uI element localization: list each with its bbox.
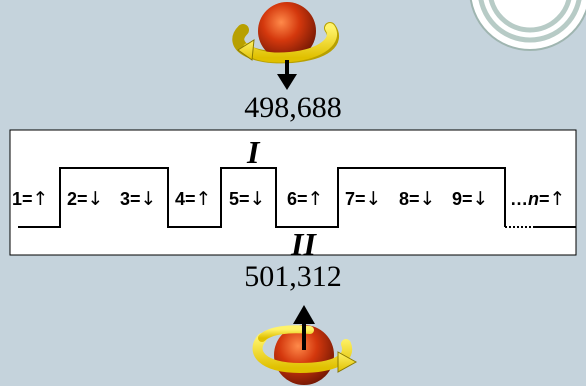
cell-1: 1=↑ bbox=[12, 188, 49, 210]
label-top: I bbox=[247, 134, 260, 170]
label-bottom: II bbox=[291, 226, 316, 262]
spin-ball-bottom bbox=[252, 305, 358, 385]
arrow-up-icon bbox=[293, 305, 315, 324]
cell-6: 6=↑ bbox=[287, 188, 324, 210]
cell-n: …n=↑ bbox=[510, 188, 566, 210]
arrow-down-icon bbox=[277, 74, 297, 90]
cell-3: 3=↓ bbox=[120, 188, 157, 210]
spin-ball-top bbox=[232, 2, 339, 90]
cell-2: 2=↓ bbox=[67, 188, 104, 210]
cell-7: 7=↓ bbox=[345, 188, 382, 210]
spin-box bbox=[9, 129, 577, 256]
corner-rings-decoration bbox=[469, 0, 586, 51]
cell-5: 5=↓ bbox=[229, 188, 266, 210]
count-top: 498,688 bbox=[244, 91, 342, 124]
spin-level-line bbox=[18, 167, 506, 228]
cell-9: 9=↓ bbox=[452, 188, 489, 210]
cell-8: 8=↓ bbox=[399, 188, 436, 210]
count-bottom: 501,312 bbox=[244, 260, 342, 293]
cell-4: 4=↑ bbox=[175, 188, 212, 210]
